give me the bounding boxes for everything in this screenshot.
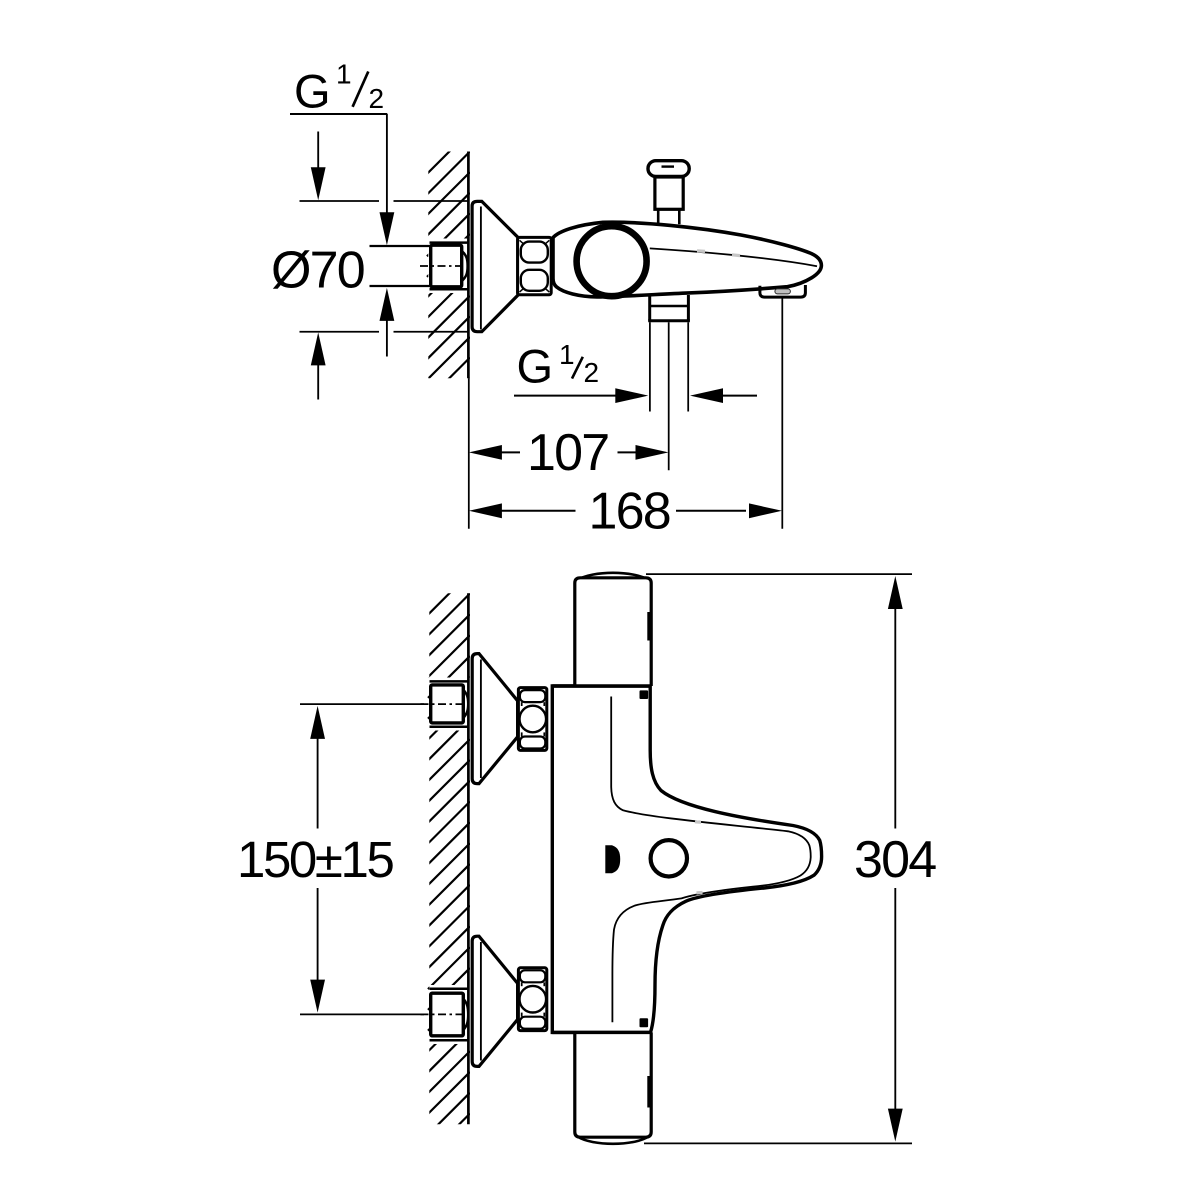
svg-text:150±15: 150±15 bbox=[237, 831, 393, 888]
svg-text:G: G bbox=[294, 65, 331, 118]
svg-text:107: 107 bbox=[527, 424, 608, 482]
svg-text:304: 304 bbox=[854, 831, 936, 889]
svg-text:2: 2 bbox=[584, 357, 600, 388]
svg-text:1: 1 bbox=[336, 59, 352, 90]
svg-text:168: 168 bbox=[589, 482, 670, 540]
svg-text:1: 1 bbox=[559, 339, 575, 370]
svg-text:Ø70: Ø70 bbox=[271, 242, 364, 300]
svg-text:G: G bbox=[517, 340, 554, 393]
svg-text:2: 2 bbox=[369, 83, 385, 114]
